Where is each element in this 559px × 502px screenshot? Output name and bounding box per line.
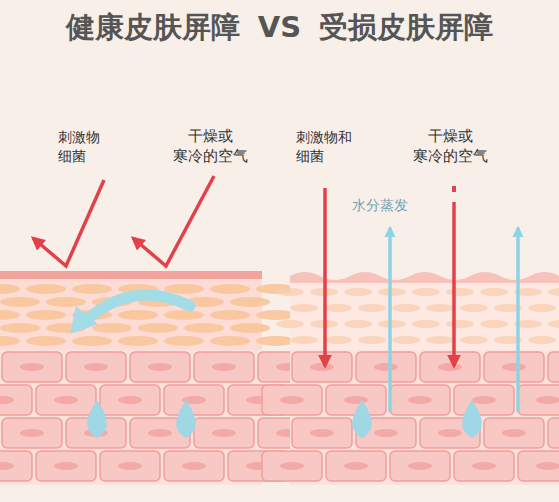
retained-moisture-arrow (86, 295, 190, 320)
title: 健康皮肤屏障 VS 受损皮肤屏障 (0, 8, 559, 48)
water-droplet (87, 400, 482, 438)
evaporation-arrow (390, 228, 518, 412)
agent-label: 刺激物 细菌 (58, 128, 117, 166)
agent-label: 刺激物和 细菌 (296, 128, 360, 166)
agent-label: 干燥或 寒冷的空气 (408, 126, 492, 167)
retained-moisture-arrowhead (70, 306, 98, 334)
arrow-dot (452, 186, 456, 192)
deflected-arrow (33, 176, 214, 266)
process-label: 水分蒸发 (352, 196, 408, 215)
damaged-skin (262, 272, 559, 485)
agent-label: 干燥或 寒冷的空气 (168, 126, 252, 167)
